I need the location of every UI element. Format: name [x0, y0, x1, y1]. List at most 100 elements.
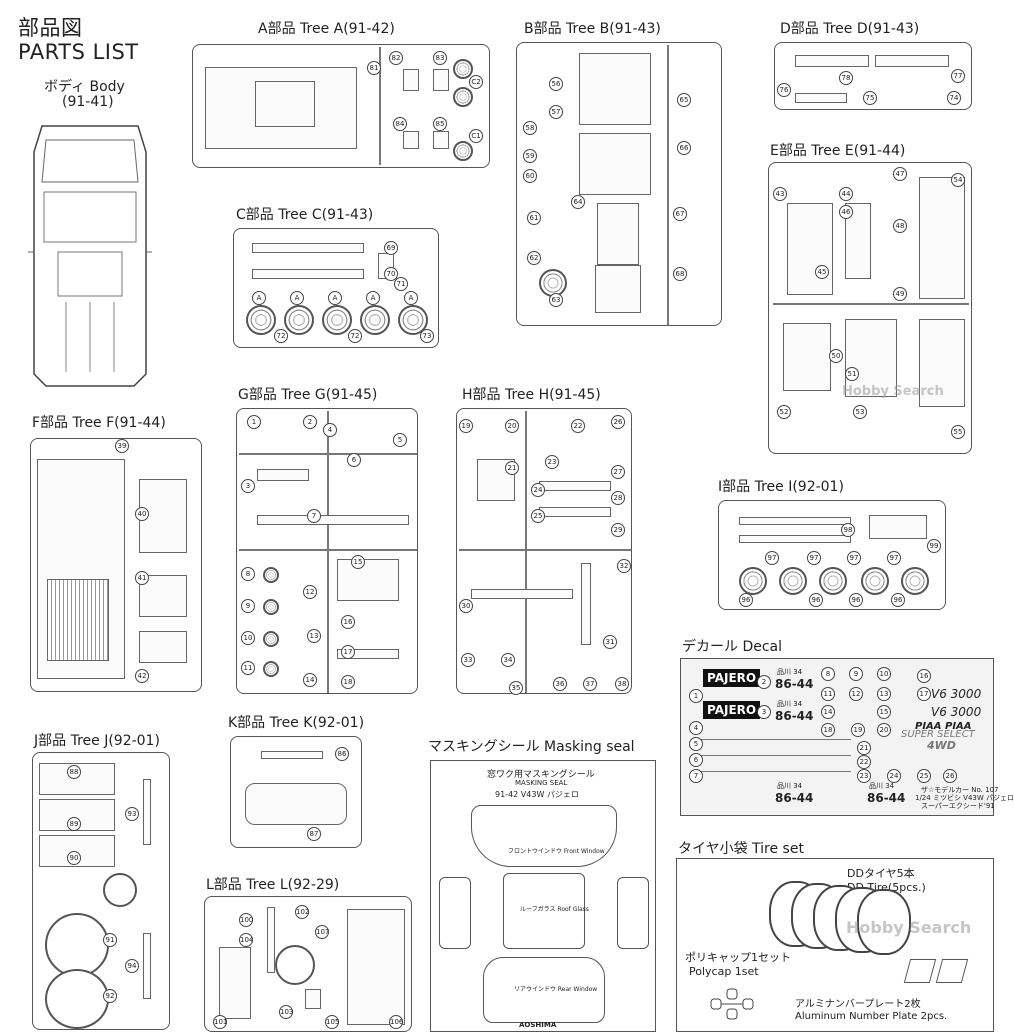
- part-number: C2: [469, 75, 483, 89]
- tree-g-runner: [327, 411, 329, 693]
- tree-l-ring: [275, 945, 315, 985]
- part-number: 84: [393, 117, 407, 131]
- part-number: 22: [857, 755, 871, 769]
- tree-d: 74 75 76 77 78: [774, 42, 972, 110]
- tree-c-part: [252, 269, 364, 279]
- part-number: 70: [384, 267, 398, 281]
- part-number: 24: [887, 769, 901, 783]
- tree-a-wheel: [453, 87, 473, 107]
- part-number: 99: [927, 539, 941, 553]
- tire-dd-jp: DDタイヤ5本: [847, 867, 915, 880]
- part-number: 55: [951, 425, 965, 439]
- part-number: 69: [384, 241, 398, 255]
- tree-a-part: [403, 131, 419, 149]
- masking-side-window: [439, 877, 471, 949]
- tree-k: 86 87: [230, 736, 362, 848]
- part-number: 25: [531, 509, 545, 523]
- part-number: 47: [893, 167, 907, 181]
- part-number: 56: [549, 77, 563, 91]
- part-number: 106: [389, 1015, 403, 1029]
- tree-b-runner: [667, 45, 669, 325]
- part-number: 71: [394, 277, 408, 291]
- number-plate-icon: [935, 959, 969, 983]
- tree-l-part: [305, 989, 321, 1009]
- part-number: 44: [839, 187, 853, 201]
- tree-j: 88 89 90 91 92 93 94: [32, 752, 170, 1030]
- tree-a-wheel: [453, 141, 473, 161]
- part-number: 67: [673, 207, 687, 221]
- tree-e-dash-part: [787, 203, 833, 295]
- tree-h-axle-part: [471, 589, 573, 599]
- part-number: 82: [389, 51, 403, 65]
- part-number: 21: [505, 461, 519, 475]
- part-number: 94: [125, 959, 139, 973]
- watermark: Hobby Search: [842, 384, 944, 399]
- tree-l-part: [219, 947, 251, 1019]
- part-number: 9: [241, 599, 255, 613]
- part-number: 89: [67, 817, 81, 831]
- tree-g-part: [337, 649, 399, 659]
- tree-a-seat-part: [403, 69, 419, 91]
- tree-a-window-part: [255, 81, 315, 127]
- decal-v6-text: V6 3000: [931, 705, 982, 719]
- polycap-jp: ポリキャップ1セット: [685, 951, 791, 964]
- part-number: 35: [509, 681, 523, 695]
- tree-h-label: H部品 Tree H(91-45): [462, 387, 601, 403]
- part-number: 19: [459, 419, 473, 433]
- tree-b: 56 57 58 59 60 61 62 63 64 65 66 67 68: [516, 42, 722, 326]
- part-number: 17: [341, 645, 355, 659]
- decal-pajero-tag: PAJERO: [703, 701, 761, 719]
- masking-side-window: [617, 877, 649, 949]
- masking-title-en: MASKING SEAL: [515, 779, 568, 787]
- part-number: 2: [303, 415, 317, 429]
- tree-h-shaft-part: [539, 481, 611, 491]
- tree-b-steering-wheel: [539, 269, 567, 297]
- part-number: 22: [571, 419, 585, 433]
- tree-e-door-part: [919, 319, 965, 407]
- masking-roof-label: ルーフガラス Roof Glass: [520, 906, 589, 913]
- part-number: 8: [241, 567, 255, 581]
- part-number: 10: [877, 667, 891, 681]
- part-number: 62: [527, 251, 541, 265]
- part-number: 23: [545, 455, 559, 469]
- plate-jp: アルミナンバープレート2枚: [795, 999, 921, 1010]
- part-number: 20: [877, 723, 891, 737]
- part-number: 18: [821, 723, 835, 737]
- tree-b-frame-part: [579, 133, 651, 195]
- part-number: 6: [347, 453, 361, 467]
- part-number: 59: [523, 149, 537, 163]
- part-number: 100: [239, 913, 253, 927]
- tree-l-label: L部品 Tree L(92-29): [206, 877, 340, 893]
- part-number: 107: [315, 925, 329, 939]
- part-number: 101: [213, 1015, 227, 1029]
- tree-b-label: B部品 Tree B(91-43): [524, 21, 661, 37]
- part-number: 54: [951, 173, 965, 187]
- title-en: PARTS LIST: [18, 40, 139, 64]
- tree-g-hub: [263, 599, 279, 615]
- part-number: 50: [829, 349, 843, 363]
- tree-g-hub: [263, 661, 279, 677]
- tree-a-runner: [379, 47, 381, 165]
- part-number: 49: [893, 287, 907, 301]
- part-number: 30: [459, 599, 473, 613]
- part-number: 19: [851, 723, 865, 737]
- part-number: 85: [433, 117, 447, 131]
- tree-k-bumper-guard: [245, 783, 347, 825]
- tree-j-ring: [103, 873, 137, 907]
- tree-f: 39 40 41 42: [30, 438, 202, 692]
- decal-plate-number: 86-44: [775, 709, 814, 723]
- tree-l-rod-part: [267, 907, 275, 973]
- part-number: 41: [135, 571, 149, 585]
- part-number: 92: [103, 989, 117, 1003]
- part-number: 3: [757, 705, 771, 719]
- part-number: 13: [877, 687, 891, 701]
- part-number: A: [290, 291, 304, 305]
- part-number: 74: [947, 91, 961, 105]
- part-number: 15: [351, 555, 365, 569]
- part-number: 10: [241, 631, 255, 645]
- tree-d-part: [795, 93, 847, 103]
- tree-h-runner: [525, 411, 527, 693]
- part-number: 4: [323, 423, 337, 437]
- part-number: 16: [917, 669, 931, 683]
- masking-title-jp: 窓ワク用マスキングシール: [487, 770, 595, 780]
